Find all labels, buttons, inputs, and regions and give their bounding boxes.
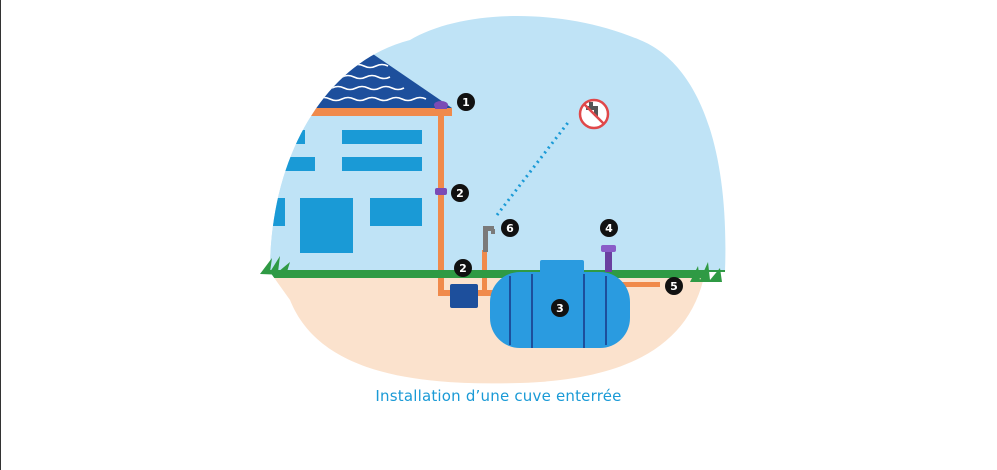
window [342,157,422,171]
window [342,130,422,144]
svg-text:3: 3 [556,302,564,315]
window [370,198,422,226]
house-roof [305,52,452,108]
marker-3: 3 [551,299,569,317]
vent-pipe-icon [601,245,616,272]
grass-tuft-right [690,262,722,282]
svg-text:2: 2 [456,187,464,200]
diagram-caption: Installation d’une cuve enterrée [375,387,622,405]
left-border-line [0,0,1,470]
inlet-pipe [438,290,456,296]
tank-inlet-pipe [476,290,496,296]
window [270,198,285,226]
gutter-filter-icon [434,101,448,109]
roof-gutter [305,108,452,116]
marker-4: 4 [600,219,618,237]
dotted-link [495,119,572,216]
overflow-pipe [620,282,660,287]
marker-1: 1 [457,93,475,111]
downpipe-filter-icon [435,188,447,195]
filter-basket [450,284,478,308]
faucet-icon [483,226,495,252]
window [270,130,305,144]
svg-text:2: 2 [459,262,467,275]
marker-5: 5 [665,277,683,295]
house-door [300,198,353,253]
svg-text:4: 4 [605,222,613,235]
svg-text:5: 5 [670,280,678,293]
marker-2-filter: 2 [454,259,472,277]
svg-text:1: 1 [462,96,470,109]
svg-text:6: 6 [506,222,514,235]
grass-tuft-left [260,256,290,275]
grass-strip [270,270,726,278]
marker-2-downpipe: 2 [451,184,469,202]
no-drinking-water-icon [578,98,610,130]
window [270,157,315,171]
marker-6: 6 [501,219,519,237]
downpipe [438,113,444,296]
